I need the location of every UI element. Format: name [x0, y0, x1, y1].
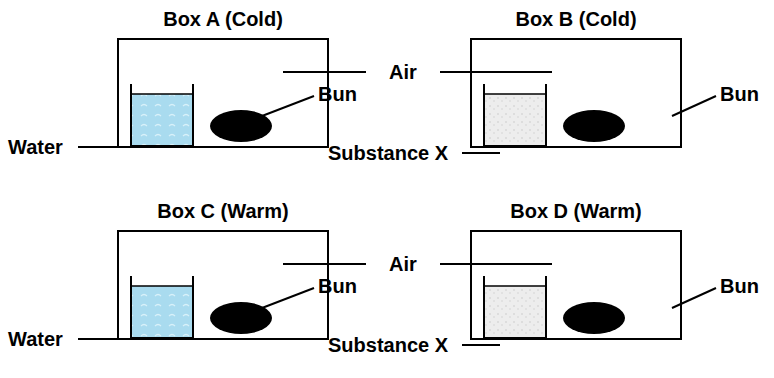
leader-line — [262, 288, 314, 308]
beaker-contents — [484, 94, 546, 146]
box-heading: Box A (Cold) — [163, 7, 283, 31]
leader-line — [672, 96, 716, 116]
beaker — [131, 84, 193, 146]
part-label: Bun — [720, 274, 759, 298]
liquid-level — [131, 93, 193, 95]
experiment-box: Box D (Warm) — [470, 230, 682, 340]
part-label: Air — [389, 252, 417, 276]
part-label: Substance X — [328, 333, 448, 357]
beaker — [131, 276, 193, 338]
part-label: Water — [8, 135, 63, 159]
liquid-level — [484, 93, 546, 95]
part-label: Air — [389, 60, 417, 84]
experiment-box: Box A (Cold) — [117, 38, 329, 148]
leader-line — [283, 71, 366, 73]
beaker — [484, 276, 546, 338]
part-label: Bun — [318, 274, 357, 298]
box-contents — [131, 276, 272, 338]
experiment-box: Box C (Warm) — [117, 230, 329, 340]
part-label: Water — [8, 327, 63, 351]
beaker-contents — [131, 286, 193, 338]
beaker-contents — [131, 94, 193, 146]
part-label: Bun — [318, 82, 357, 106]
box-contents — [484, 276, 625, 338]
beaker-contents — [484, 286, 546, 338]
experiment-box: Box B (Cold) — [470, 38, 682, 148]
part-label: Substance X — [328, 141, 448, 165]
beaker — [484, 84, 546, 146]
box-heading: Box C (Warm) — [157, 199, 288, 223]
bun — [563, 302, 625, 334]
part-label: Bun — [720, 82, 759, 106]
leader-line — [462, 344, 500, 346]
leader-line — [262, 96, 314, 116]
leader-line — [440, 71, 552, 73]
bun — [563, 110, 625, 142]
box-contents — [131, 84, 272, 146]
box-contents — [484, 84, 625, 146]
liquid-level — [131, 285, 193, 287]
box-heading: Box D (Warm) — [510, 199, 641, 223]
box-heading: Box B (Cold) — [515, 7, 636, 31]
leader-line — [672, 288, 716, 308]
leader-line — [462, 152, 500, 154]
leader-line — [440, 263, 552, 265]
leader-line — [283, 263, 366, 265]
liquid-level — [484, 285, 546, 287]
